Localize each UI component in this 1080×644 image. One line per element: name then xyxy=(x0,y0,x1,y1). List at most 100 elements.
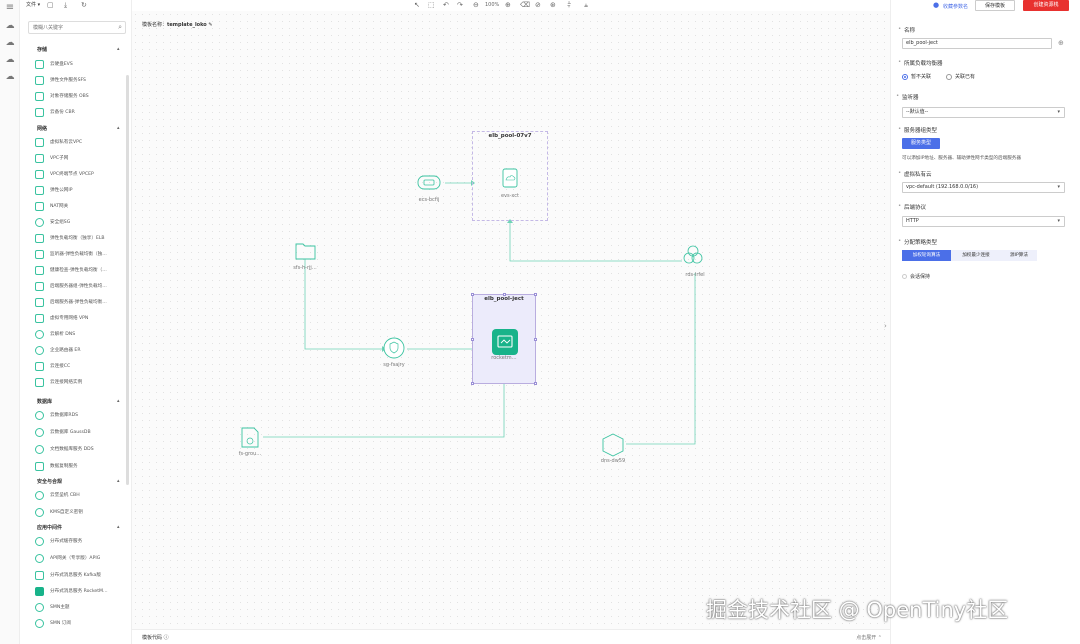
cloud-icon[interactable]: ☁ xyxy=(5,72,15,82)
category-database[interactable]: 数据库▴ xyxy=(37,398,120,405)
palette-item-smn-sub[interactable]: SMN 订阅 xyxy=(35,618,125,630)
resize-handle[interactable] xyxy=(534,338,537,341)
resize-handle[interactable] xyxy=(471,293,474,296)
clear-icon[interactable]: ⌫ xyxy=(520,1,530,9)
collapse-right-icon[interactable]: › xyxy=(884,322,887,330)
palette-item-vpn[interactable]: 虚拟专用网络 VPN xyxy=(35,313,125,325)
server-type-button[interactable]: 服务类型 xyxy=(902,138,940,149)
palette-item-kafka[interactable]: 分布式消息服务 Kafka版 xyxy=(35,570,125,582)
file-storage-icon[interactable] xyxy=(241,427,259,448)
palette-item-listener[interactable]: 监听器-弹性负载均衡（独… xyxy=(35,249,125,261)
search-icon[interactable]: ⌕ xyxy=(118,23,122,31)
cloud-icon[interactable]: ☁ xyxy=(5,55,15,65)
palette-item-er[interactable]: 企业路由器 ER xyxy=(35,345,125,357)
ecs-node[interactable] xyxy=(417,175,441,190)
palette-item-kms[interactable]: KMS自定义密钥 xyxy=(35,507,125,519)
file-menu[interactable]: 文件 ▾ xyxy=(26,2,41,8)
design-canvas[interactable]: 模板名称：template_loko ✎ xyxy=(132,11,890,629)
category-network[interactable]: 网络▴ xyxy=(37,125,120,132)
select-box-icon[interactable]: ⬚ xyxy=(428,1,435,9)
top-link[interactable]: 收藏参数名 xyxy=(943,4,969,10)
palette-item-evs[interactable]: 云硬盘EVS xyxy=(35,59,125,71)
palette-item-nat[interactable]: NAT网关 xyxy=(35,201,125,213)
component-search[interactable]: ⌕ xyxy=(28,21,126,34)
locate-icon[interactable]: ⊘ xyxy=(535,1,541,9)
cloud-icon[interactable]: ☁ xyxy=(5,21,15,31)
zoom-out-icon[interactable]: ⊖ xyxy=(473,1,479,9)
search-input[interactable] xyxy=(29,22,109,33)
expand-toggle[interactable]: 点击展开 ⌃ xyxy=(856,635,882,641)
palette-item-gaussdb[interactable]: 云数据库 GaussDB xyxy=(35,427,125,439)
palette-item-eip[interactable]: 弹性公网IP xyxy=(35,185,125,197)
resize-handle[interactable] xyxy=(503,293,506,296)
palette-item-obs[interactable]: 对象存储服务 OBS xyxy=(35,91,125,103)
algo-weighted-round-robin[interactable]: 加权轮询算法 xyxy=(902,250,951,261)
category-middleware[interactable]: 应用中间件▴ xyxy=(37,524,120,531)
rocketmq-icon[interactable] xyxy=(492,329,518,355)
palette-item-dds[interactable]: 文档数据库服务 DDS xyxy=(35,444,125,456)
name-input[interactable]: elb_pool-ject xyxy=(902,38,1052,49)
radio-associate-existing[interactable]: 关联已有 xyxy=(946,73,975,80)
shield-icon[interactable] xyxy=(383,337,405,359)
disk-icon[interactable] xyxy=(502,168,518,188)
palette-item-apig[interactable]: API网关（专享版）APIG xyxy=(35,553,125,565)
palette-item-elb[interactable]: 弹性负载均衡（独享）ELB xyxy=(35,233,125,245)
palette-item-sg[interactable]: 安全组SG xyxy=(35,217,125,229)
distribute-vertical-icon[interactable]: ⫨ xyxy=(584,1,588,9)
cloud-icon[interactable]: ☁ xyxy=(5,38,15,48)
resize-handle[interactable] xyxy=(534,382,537,385)
category-storage[interactable]: 存储▴ xyxy=(37,46,120,53)
session-sticky-toggle[interactable]: 会话保持 xyxy=(902,273,930,280)
new-file-icon[interactable]: ▢ xyxy=(47,1,54,9)
resize-handle[interactable] xyxy=(471,382,474,385)
database-icon[interactable] xyxy=(683,245,703,264)
algo-least-connections[interactable]: 加权最少连接 xyxy=(951,250,1001,261)
pointer-icon[interactable]: ↖ xyxy=(414,1,420,9)
chevron-up-icon[interactable]: ▴ xyxy=(117,398,120,404)
palette-item-rocketmq[interactable]: 分布式消息服务 RocketM… xyxy=(35,586,125,598)
elb-pool-1[interactable]: elb_pool-07v7 xyxy=(472,131,548,221)
zoom-in-icon[interactable]: ⊕ xyxy=(505,1,511,9)
chevron-up-icon[interactable]: ▴ xyxy=(117,46,120,52)
palette-item-pool[interactable]: 后端服务器组-弹性负载均… xyxy=(35,281,125,293)
chevron-up-icon[interactable]: ▴ xyxy=(117,125,120,131)
resize-handle[interactable] xyxy=(534,293,537,296)
folder-icon[interactable] xyxy=(295,243,316,260)
edit-icon[interactable]: ✎ xyxy=(208,22,213,28)
palette-item-vpcep[interactable]: VPC终端节点 VPCEP xyxy=(35,169,125,181)
palette-item-rds[interactable]: 云数据库RDS xyxy=(35,410,125,422)
chevron-up-icon[interactable]: ▴ xyxy=(117,524,120,530)
palette-item-subnet[interactable]: VPC子网 xyxy=(35,153,125,165)
palette-scrollbar[interactable] xyxy=(126,75,129,485)
distribute-horizontal-icon[interactable]: ⫩ xyxy=(567,1,572,9)
listener-select[interactable]: --默认值--▾ xyxy=(902,107,1065,118)
elb-pool-2[interactable]: elb_pool-ject xyxy=(471,293,537,385)
chevron-up-icon[interactable]: ▴ xyxy=(117,478,120,484)
palette-item-cc-instance[interactable]: 云连接网络实例 xyxy=(35,377,125,389)
radio-not-associate[interactable]: 暂不关联 xyxy=(902,73,931,80)
redo-icon[interactable]: ↷ xyxy=(457,1,463,9)
palette-item-dns[interactable]: 云解析 DNS xyxy=(35,329,125,341)
create-stack-button[interactable]: 创建资源栈 xyxy=(1023,0,1069,11)
palette-item-dcs[interactable]: 分布式缓存服务 xyxy=(35,536,125,548)
download-icon[interactable]: ⤓ xyxy=(64,1,68,9)
palette-item-drs[interactable]: 数据复制服务 xyxy=(35,461,125,473)
vpc-select[interactable]: vpc-default (192.168.0.0/16)▾ xyxy=(902,182,1065,193)
hamburger-menu-icon[interactable]: ≡ xyxy=(5,2,15,13)
palette-item-vpc[interactable]: 虚拟私有云VPC xyxy=(35,137,125,149)
palette-item-healthcheck[interactable]: 健康检查-弹性负载均衡（… xyxy=(35,265,125,277)
template-code-label[interactable]: 模板代码 ⓘ xyxy=(142,635,169,641)
category-security[interactable]: 安全与合规▴ xyxy=(37,478,120,485)
algo-source-ip[interactable]: 源IP算法 xyxy=(1001,250,1037,261)
palette-item-member[interactable]: 后端服务器-弹性负载均衡… xyxy=(35,297,125,309)
undo-icon[interactable]: ↶ xyxy=(443,1,449,9)
backend-protocol-select[interactable]: HTTP▾ xyxy=(902,216,1065,227)
palette-item-smn-topic[interactable]: SMN主题 xyxy=(35,602,125,614)
palette-item-sfs[interactable]: 弹性文件服务SFS xyxy=(35,75,125,87)
palette-item-cbr[interactable]: 云备份 CBR xyxy=(35,107,125,119)
palette-item-cc[interactable]: 云连接CC xyxy=(35,361,125,373)
dns-icon[interactable] xyxy=(602,433,624,457)
save-template-button[interactable]: 保存模板 xyxy=(975,0,1015,11)
refresh-icon[interactable]: ↻ xyxy=(81,1,87,9)
resize-handle[interactable] xyxy=(471,338,474,341)
